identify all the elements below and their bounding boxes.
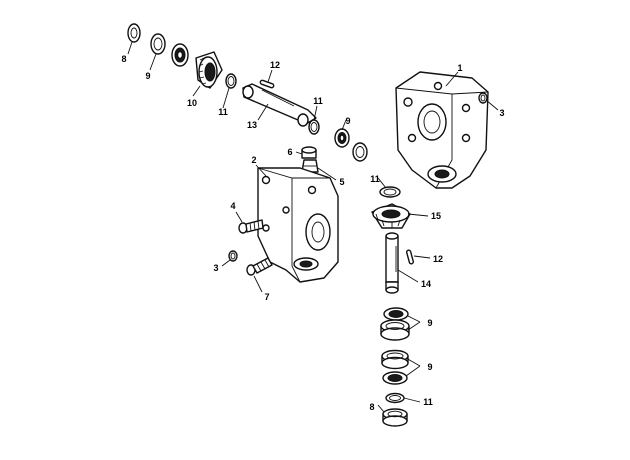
part-11-snap-ring-upper-right [379,186,401,198]
part-9-bearing-cone-right-2 [382,371,408,385]
callout-14: 14 [421,279,431,289]
part-11-snap-ring-top [225,73,237,89]
callout-9-top: 9 [145,71,150,81]
callout-12-right: 12 [433,254,443,264]
callout-8-bottom: 8 [369,402,374,412]
callout-4: 4 [230,201,235,211]
part-9-bearing-cup-top [150,33,166,55]
part-14-shaft-vertical [385,232,399,294]
part-4-bolt [238,219,264,234]
callout-12-top: 12 [270,60,280,70]
part-2-gearbox-housing [257,167,339,283]
part-9-bearing-cup-right-1 [380,319,410,341]
part-11-snap-ring-mid [308,119,320,135]
callout-3-upper: 3 [499,108,504,118]
callout-1: 1 [457,63,462,73]
part-9-bearing-cone-mid [334,128,350,148]
part-8-seal-bottom [382,408,408,427]
part-12-key-top [259,79,275,89]
callout-11-mid: 11 [313,96,323,106]
callout-5: 5 [339,177,344,187]
callout-9-mid: 9 [345,116,350,126]
callout-3-lower: 3 [213,263,218,273]
part-11-snap-ring-lower-right [385,392,405,404]
callout-11-right-lower: 11 [423,397,433,407]
part-7-bolt [246,257,273,276]
part-9-bearing-cone-top [171,43,189,67]
callout-8-top: 8 [121,54,126,64]
part-3-plug-upper [478,92,488,104]
callout-2: 2 [251,155,256,165]
part-3-plug-lower [228,250,238,262]
part-12-key-right [406,249,414,265]
part-5-fitting [301,159,319,173]
callout-11-right-upper: 11 [370,174,380,184]
part-15-bevel-gear-vertical [371,203,411,229]
callout-13: 13 [247,120,257,130]
callout-9-right-upper: 9 [427,318,432,328]
callout-10: 10 [187,98,197,108]
part-9-bearing-cone-right-1 [383,307,409,321]
part-1-gearbox-housing [395,71,489,189]
callout-15: 15 [431,211,441,221]
callout-11-top: 11 [218,107,228,117]
part-10-bevel-gear-top [195,51,223,89]
leader-lines [127,41,499,413]
callout-9-right-lower: 9 [427,362,432,372]
callout-7: 7 [264,292,269,302]
part-8-seal-top [127,23,141,43]
callout-6: 6 [287,147,292,157]
part-9-bearing-cup-right-2 [381,349,409,370]
part-6-vent-plug [301,146,317,159]
part-9-bearing-cup-mid [352,142,368,162]
